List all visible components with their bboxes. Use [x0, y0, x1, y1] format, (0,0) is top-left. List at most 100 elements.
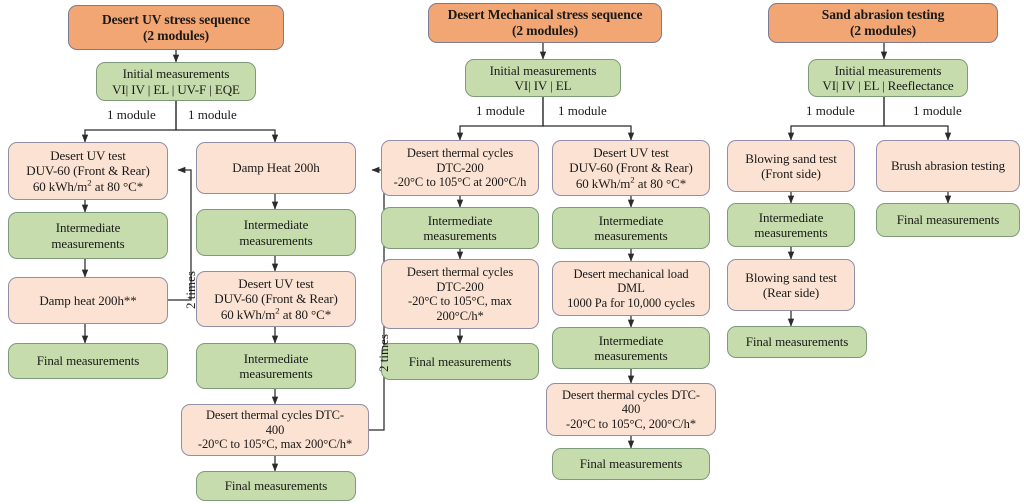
node-line-1: Damp heat 200h** [39, 292, 137, 308]
node-line-2: DTC-200 [436, 160, 484, 175]
node-line-2: measurements [51, 235, 125, 251]
node-line-1: Blowing sand test [745, 269, 837, 285]
node-line-1: Desert thermal cycles [406, 146, 514, 161]
node-line-1: Desert thermal cycles DTC- [206, 408, 344, 423]
header-line-1: Desert UV stress sequence [101, 11, 251, 27]
node-c1b-intermediate-measurements-1: Intermediate measurements [196, 209, 356, 256]
initial-line-1: Initial measurements [489, 62, 597, 78]
node-line-1: Desert mechanical load [573, 266, 689, 281]
header-line-2: (2 modules) [142, 27, 210, 43]
node-c2-desert-thermal-cycles-dtc-200-b: Desert thermal cycles DTC-200 -20°C to 1… [381, 259, 539, 329]
node-c2-final-measurements: Final measurements [381, 343, 539, 380]
node-c2b-desert-thermal-cycles-dtc-400: Desert thermal cycles DTC- 400 -20°C to … [546, 383, 716, 436]
node-c1b-final-measurements: Final measurements [196, 471, 356, 501]
node-line-3: -20°C to 105°C, max 200°C/h* [197, 437, 353, 452]
node-line-1: Final measurements [36, 353, 140, 369]
node-line-2: DUV-60 (Front & Rear) [569, 160, 693, 176]
node-line-2: measurements [239, 366, 313, 381]
node-line-2: 400 [265, 422, 285, 437]
header-line-1: Desert Mechanical stress sequence [447, 7, 643, 23]
loop-label-c1b-2-times: 2 times [375, 334, 391, 372]
node-line-3: -20°C to 105°C, max [408, 294, 512, 308]
node-line-2: measurements [754, 225, 828, 240]
node-c1-desert-uv-test: Desert UV test DUV-60 (Front & Rear) 60 … [8, 142, 168, 200]
node-line-2: DUV-60 (Front & Rear) [26, 163, 150, 179]
edge-label-c3-right-module: 1 module [913, 103, 962, 118]
node-line-1: Final measurements [224, 478, 328, 494]
initial-line-2: VI| IV | EL | UV-F | EQE [112, 81, 240, 97]
node-c2-initial-measurements: Initial measurements VI| IV | EL [465, 59, 621, 97]
node-line-1: Blowing sand test [745, 150, 837, 166]
node-c1-intermediate-measurements: Intermediate measurements [8, 212, 168, 259]
node-c1b-desert-uv-test: Desert UV test DUV-60 (Front & Rear) 60 … [196, 271, 356, 327]
node-line-2: DML [617, 281, 645, 296]
node-c2b-desert-mechanical-load-dml: Desert mechanical load DML 1000 Pa for 1… [552, 261, 710, 316]
node-c3-blowing-sand-test-front: Blowing sand test (Front side) [727, 140, 855, 192]
initial-line-2: VI| IV | EL [514, 78, 572, 93]
node-line-2: measurements [594, 348, 668, 363]
node-c2-intermediate-measurements: Intermediate measurements [381, 207, 539, 249]
header-desert-uv-stress-sequence: Desert UV stress sequence (2 modules) [68, 5, 284, 50]
initial-line-1: Initial measurements [834, 62, 942, 78]
edge-label-c2-left-module: 1 module [476, 103, 525, 118]
node-c2b-intermediate-measurements-1: Intermediate measurements [552, 207, 710, 249]
node-line-1: Intermediate [55, 220, 121, 236]
header-line-1: Sand abrasion testing [821, 7, 945, 23]
node-line-4: 200°C/h* [436, 308, 484, 323]
node-c2b-final-measurements: Final measurements [552, 448, 710, 480]
node-line-3: 60 kWh/m2 at 80 °C* [575, 174, 687, 191]
node-line-1: Intermediate [598, 332, 664, 348]
node-line-1: Intermediate [243, 217, 309, 233]
edge-label-c1-left-module: 1 module [107, 107, 156, 122]
node-c2b-desert-uv-test: Desert UV test DUV-60 (Front & Rear) 60 … [552, 140, 710, 196]
node-line-1: Intermediate [243, 350, 309, 366]
node-line-3: 60 kWh/m2 at 80 °C* [32, 177, 144, 194]
node-c1-damp-heat-200h: Damp heat 200h** [8, 277, 168, 324]
node-c1b-desert-thermal-cycles-dtc-400: Desert thermal cycles DTC- 400 -20°C to … [181, 404, 369, 456]
node-line-2: measurements [239, 232, 313, 248]
node-line-1: Final measurements [579, 456, 683, 472]
node-line-3: 1000 Pa for 10,000 cycles [567, 295, 695, 310]
node-line-1: Final measurements [745, 334, 849, 350]
node-line-2: DTC-200 [436, 279, 484, 294]
node-line-1: Brush abrasion testing [890, 158, 1006, 174]
node-line-2: DUV-60 (Front & Rear) [214, 291, 338, 307]
header-line-2: (2 modules) [849, 23, 917, 38]
node-line-3: 60 kWh/m2 at 80 °C* [220, 305, 332, 322]
node-c2-desert-thermal-cycles-dtc-200-a: Desert thermal cycles DTC-200 -20°C to 1… [381, 140, 539, 196]
node-c1-initial-measurements: Initial measurements VI| IV | EL | UV-F … [96, 62, 256, 101]
node-line-1: Intermediate [758, 209, 824, 225]
node-line-1: Intermediate [427, 212, 493, 228]
node-line-2: (Rear side) [762, 285, 820, 300]
node-c3-blowing-sand-test-rear: Blowing sand test (Rear side) [727, 259, 855, 311]
node-line-1: Desert thermal cycles DTC- [562, 387, 700, 402]
node-c3-initial-measurements: Initial measurements VI| IV | EL | Reefl… [808, 59, 968, 97]
edge-label-c3-left-module: 1 module [806, 103, 855, 118]
node-line-2: measurements [594, 228, 668, 243]
initial-line-1: Initial measurements [122, 66, 230, 82]
header-desert-mechanical-stress-sequence: Desert Mechanical stress sequence (2 mod… [428, 3, 662, 43]
node-line-1: Final measurements [408, 353, 512, 369]
loop-label-c1-2-times: 2 times [182, 271, 198, 309]
node-line-1: Desert UV test [593, 145, 669, 161]
node-c1b-intermediate-measurements-2: Intermediate measurements [196, 343, 356, 389]
header-line-2: (2 modules) [511, 23, 579, 38]
node-line-1: Desert UV test [50, 148, 126, 164]
node-c3-intermediate-measurements: Intermediate measurements [727, 203, 855, 247]
node-line-1: Intermediate [598, 212, 664, 228]
node-line-2: measurements [423, 228, 497, 243]
node-c1-final-measurements: Final measurements [8, 343, 168, 379]
node-line-1: Desert UV test [238, 276, 314, 292]
node-line-1: Damp Heat 200h [232, 160, 320, 176]
node-c3b-final-measurements: Final measurements [876, 203, 1020, 237]
node-c3b-brush-abrasion-testing: Brush abrasion testing [876, 140, 1020, 192]
node-line-1: Final measurements [896, 212, 1000, 228]
edge-label-c1-right-module: 1 module [188, 107, 237, 122]
node-line-1: Desert thermal cycles [406, 265, 514, 279]
node-line-3: -20°C to 105°C at 200°C/h [393, 175, 527, 190]
header-sand-abrasion-testing: Sand abrasion testing (2 modules) [768, 3, 998, 43]
node-line-3: -20°C to 105°C, 200°C/h* [566, 416, 696, 431]
node-line-2: 400 [621, 402, 641, 417]
node-c2b-intermediate-measurements-2: Intermediate measurements [552, 327, 710, 369]
